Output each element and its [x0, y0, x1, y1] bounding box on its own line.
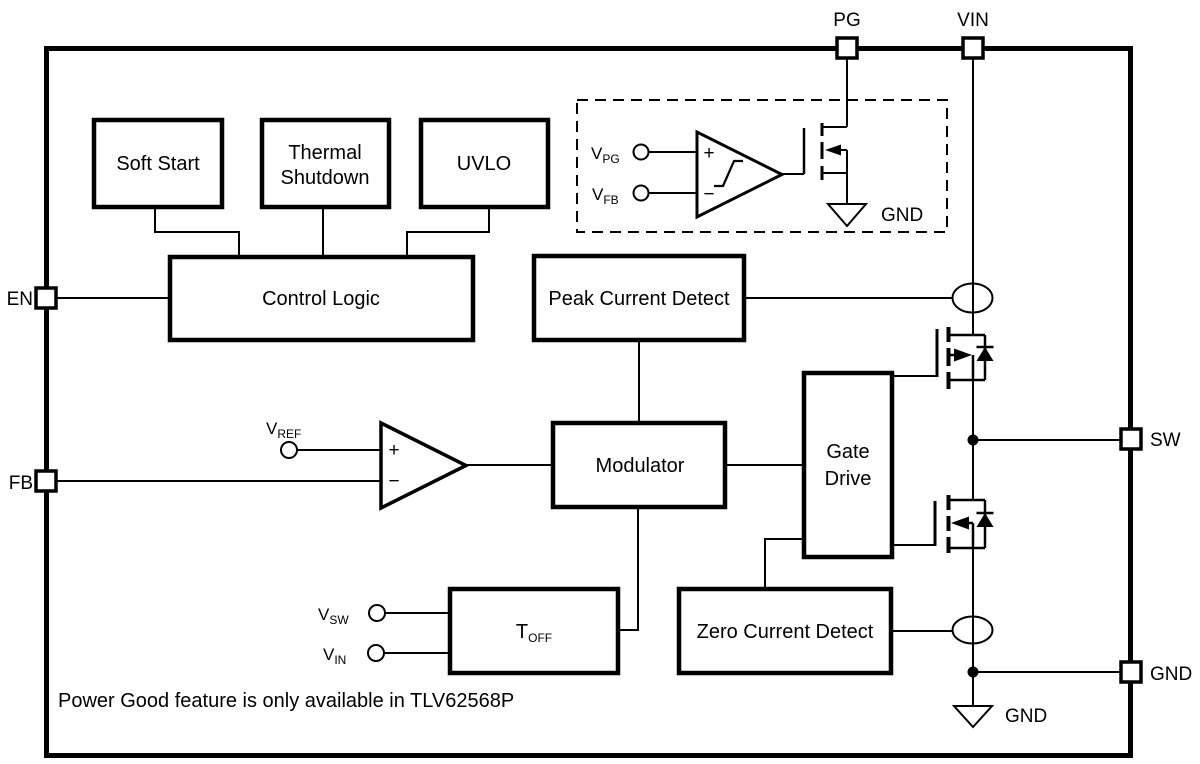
terminal-circle-vin [367, 644, 385, 662]
label-thermal-line1: Thermal [288, 142, 361, 164]
label-modulator: Modulator [596, 455, 685, 477]
block-gate-drive [801, 370, 895, 560]
pg-comparator-plus: + [703, 143, 714, 164]
label-gate-drive-line1: Gate [826, 441, 869, 463]
zero-current-sensor-ellipse [951, 615, 994, 645]
wire-uvlo-to-control-logic [406, 205, 490, 259]
mosfet-pg-icon [802, 123, 848, 180]
pin-square-en [34, 286, 58, 310]
label-peak-current-detect: Peak Current Detect [548, 288, 730, 310]
hysteresis-icon [714, 159, 743, 188]
pin-label-fb: FB [9, 473, 33, 494]
terminal-circle-vsw [368, 604, 386, 622]
sw-node-dot [967, 434, 979, 446]
lowside-body-diode-icon [976, 513, 994, 527]
power-good-dashed-box [576, 99, 948, 233]
signal-label-vin: VIN [323, 645, 346, 667]
pg-body-arrow-icon [825, 144, 841, 156]
wires [56, 58, 1121, 706]
label-zero-current-detect: Zero Current Detect [697, 621, 874, 643]
block-modulator [550, 420, 728, 510]
ic-outer-boundary [44, 46, 1133, 758]
signal-label-vsw: VSW [318, 605, 349, 627]
signal-label-vfb: VFB [592, 185, 619, 207]
peak-current-sensor-ellipse [951, 282, 994, 314]
main-comparator-icon [379, 420, 470, 511]
pin-label-sw: SW [1150, 430, 1181, 451]
terminal-circle-vref [280, 441, 298, 459]
label-soft-start: Soft Start [116, 153, 200, 175]
gnd-node-dot [967, 666, 979, 678]
pin-label-en: EN [7, 289, 33, 310]
wire-soft-start-to-control-logic [154, 205, 240, 259]
wire-toff-to-modulator [618, 506, 639, 631]
label-toff: TOFF [516, 621, 552, 645]
pin-square-gnd [1119, 660, 1143, 684]
label-uvlo: UVLO [457, 153, 511, 175]
pin-square-vin [961, 36, 985, 60]
highside-body-diode-icon [976, 347, 994, 361]
terminal-circle-vfb [632, 184, 650, 202]
label-gate-drive-line2: Drive [825, 468, 872, 490]
wire-zero-detect-to-gate-drive [764, 538, 804, 589]
note-text: Power Good feature is only available in … [58, 690, 514, 712]
pin-square-pg [835, 36, 859, 60]
signal-label-vref: VREF [266, 419, 301, 441]
main-comparator-minus: − [388, 471, 399, 492]
block-control-logic [167, 254, 476, 343]
mosfet-highside-icon [935, 327, 994, 389]
pg-comparator-minus: − [703, 184, 714, 205]
label-control-logic: Control Logic [262, 288, 380, 310]
block-zero-current-detect [676, 586, 894, 676]
pin-square-sw [1119, 427, 1143, 451]
gnd-symbol-power-icon [951, 705, 995, 729]
mosfet-lowside-icon [933, 495, 994, 553]
pin-label-vin: VIN [957, 10, 989, 31]
block-peak-current-detect [531, 253, 747, 343]
pin-square-fb [34, 469, 58, 493]
pin-label-pg: PG [833, 10, 860, 31]
main-comparator-plus: + [388, 440, 399, 461]
pg-comparator-icon [695, 129, 786, 220]
terminal-circle-vpg [632, 143, 650, 161]
highside-body-arrow-icon [954, 348, 972, 362]
gnd-label-pg: GND [881, 205, 923, 226]
gnd-label-power: GND [1005, 706, 1047, 727]
label-thermal-line2: Shutdown [281, 167, 370, 189]
pin-label-gnd: GND [1150, 664, 1192, 685]
lowside-body-arrow-icon [951, 516, 969, 530]
block-thermal-shutdown [259, 117, 392, 210]
block-uvlo [418, 117, 551, 210]
gnd-symbol-pg-icon [825, 203, 869, 228]
signal-label-vpg: VPG [591, 144, 620, 166]
block-soft-start [91, 117, 225, 210]
block-toff [447, 586, 621, 676]
